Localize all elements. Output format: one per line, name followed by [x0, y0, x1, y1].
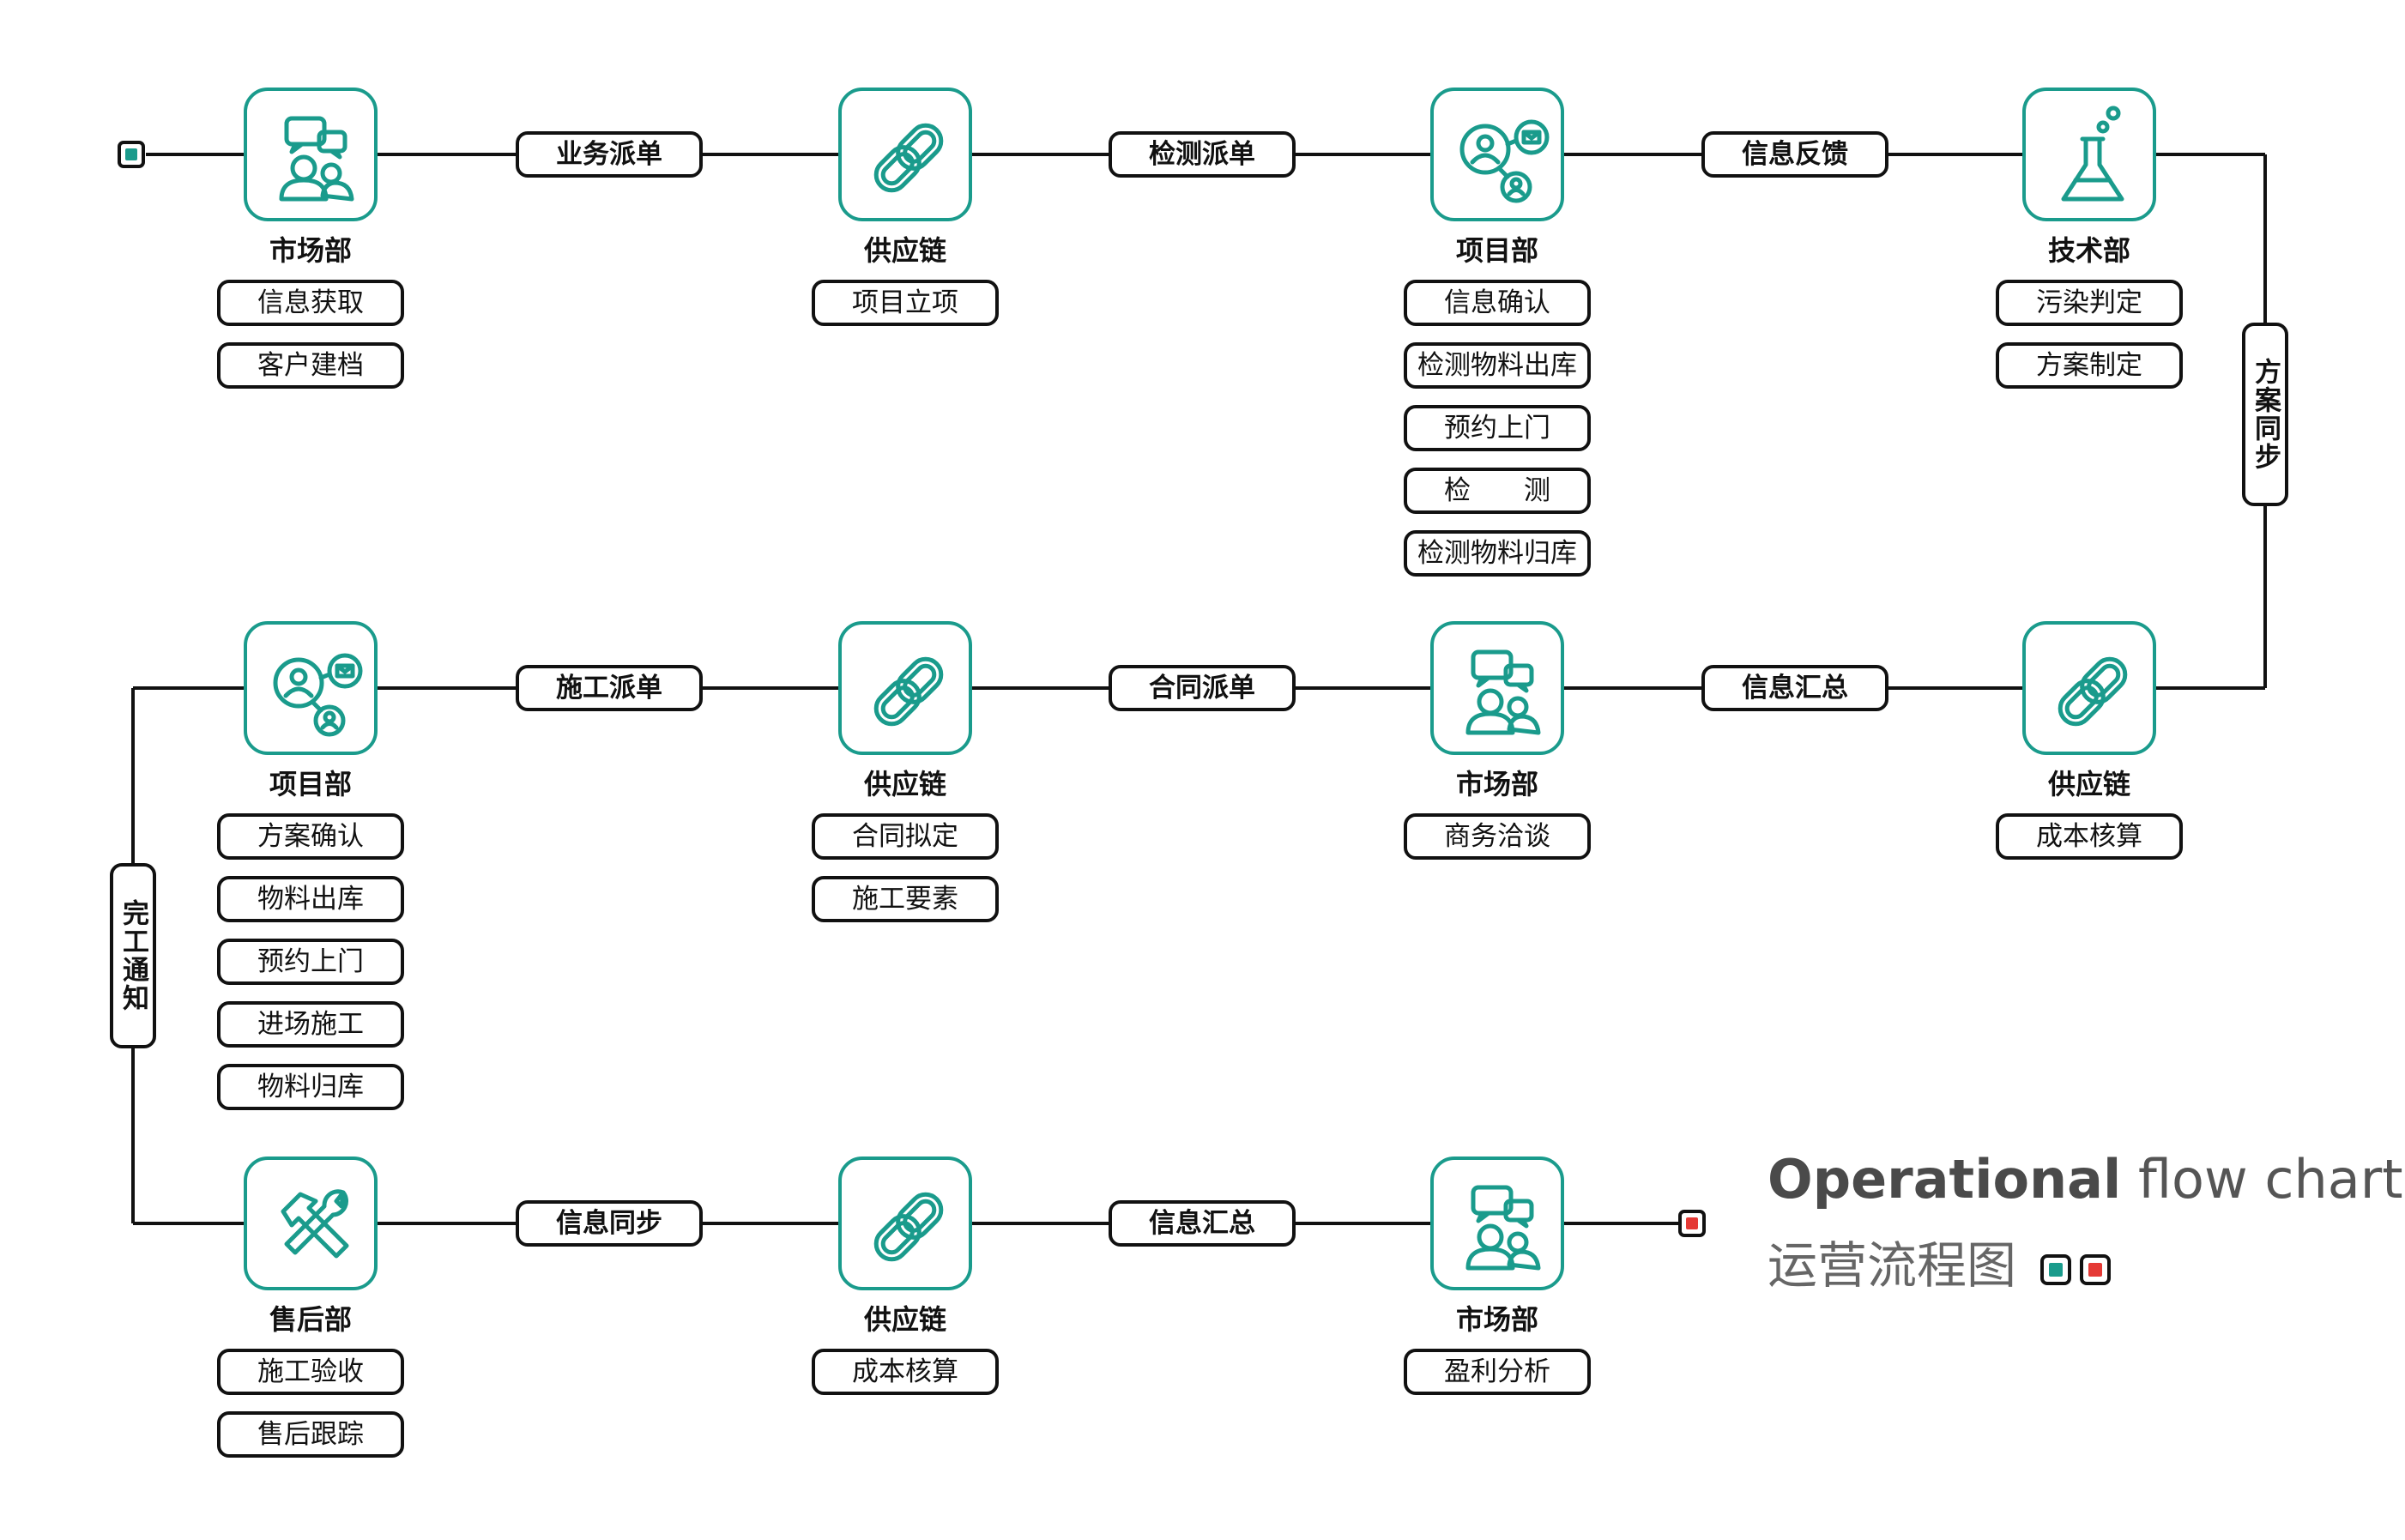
task-pill: 盈利分析: [1404, 1349, 1591, 1395]
flow-connector-label: 信息反馈: [1701, 131, 1888, 178]
department-label: 市场部: [1455, 1303, 1538, 1336]
node-市场部[interactable]: [244, 88, 378, 221]
chart-title-en: Operational flow chart: [1767, 1148, 2403, 1211]
flow-connector-label: 合同派单: [1109, 665, 1296, 711]
legend-start-marker: [2040, 1254, 2071, 1285]
task-pill: 客户建档: [217, 342, 404, 389]
department-label: 项目部: [1455, 234, 1538, 267]
task-pill: 合同拟定: [812, 813, 999, 860]
department-label: 技术部: [2047, 234, 2130, 267]
flow-connector-label: 检测派单: [1109, 131, 1296, 178]
task-pill: 成本核算: [1996, 813, 2183, 860]
chart-title-zh: 运营流程图: [1767, 1236, 2017, 1295]
task-pill: 预约上门: [217, 939, 404, 985]
task-pill: 项目立项: [812, 280, 999, 326]
node-项目部[interactable]: [244, 621, 378, 755]
department-label: 项目部: [269, 768, 352, 800]
node-供应链[interactable]: [2022, 621, 2156, 755]
flow-connector-label: 信息汇总: [1701, 665, 1888, 711]
node-市场部[interactable]: [1430, 1157, 1564, 1290]
task-pill: 方案确认: [217, 813, 404, 860]
task-pill: 成本核算: [812, 1349, 999, 1395]
task-pill: 信息获取: [217, 280, 404, 326]
department-label: 供应链: [2047, 768, 2130, 800]
node-技术部[interactable]: [2022, 88, 2156, 221]
department-label: 供应链: [863, 1303, 946, 1336]
start-terminal: [118, 141, 145, 168]
department-label: 供应链: [863, 768, 946, 800]
node-售后部[interactable]: [244, 1157, 378, 1290]
node-项目部[interactable]: [1430, 88, 1564, 221]
task-pill: 检测物料出库: [1404, 342, 1591, 389]
department-label: 市场部: [269, 234, 352, 267]
title-bold: Operational: [1767, 1148, 2122, 1211]
node-供应链[interactable]: [838, 88, 972, 221]
department-label: 市场部: [1455, 768, 1538, 800]
flow-connector-label: 信息汇总: [1109, 1200, 1296, 1247]
legend-end-marker: [2080, 1254, 2111, 1285]
node-供应链[interactable]: [838, 621, 972, 755]
task-pill: 检测物料归库: [1404, 530, 1591, 577]
end-terminal: [1678, 1210, 1706, 1237]
task-pill: 污染判定: [1996, 280, 2183, 326]
task-pill: 进场施工: [217, 1001, 404, 1048]
title-light: flow chart: [2121, 1148, 2403, 1211]
task-pill: 物料出库: [217, 876, 404, 922]
vertical-connector-right: 方案同步: [2242, 323, 2288, 506]
node-市场部[interactable]: [1430, 621, 1564, 755]
department-label: 供应链: [863, 234, 946, 267]
node-供应链[interactable]: [838, 1157, 972, 1290]
task-pill: 物料归库: [217, 1064, 404, 1110]
flow-connector-label: 业务派单: [516, 131, 703, 178]
task-pill: 检 测: [1404, 468, 1591, 514]
task-pill: 方案制定: [1996, 342, 2183, 389]
vertical-connector-left: 完工通知: [110, 863, 156, 1048]
department-label: 售后部: [269, 1303, 352, 1336]
task-pill: 施工要素: [812, 876, 999, 922]
flow-connector-label: 施工派单: [516, 665, 703, 711]
task-pill: 商务洽谈: [1404, 813, 1591, 860]
task-pill: 施工验收: [217, 1349, 404, 1395]
flow-connector-label: 信息同步: [516, 1200, 703, 1247]
task-pill: 预约上门: [1404, 405, 1591, 451]
task-pill: 信息确认: [1404, 280, 1591, 326]
task-pill: 售后跟踪: [217, 1411, 404, 1458]
